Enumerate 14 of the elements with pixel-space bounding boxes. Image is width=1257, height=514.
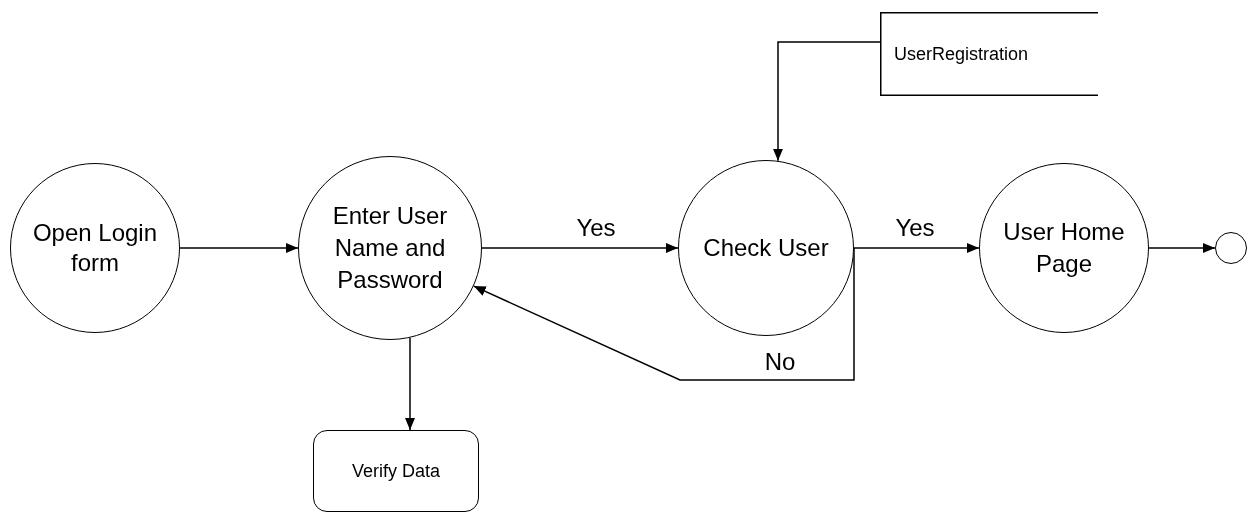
node-label: Verify Data — [350, 459, 441, 483]
data-store — [880, 12, 1098, 96]
node-label: User Home Page — [1002, 217, 1126, 279]
node-label: Open Login form — [31, 218, 159, 278]
arrow — [853, 243, 980, 253]
node-label: UserRegistration — [893, 42, 1030, 66]
node-label: Enter User Name and Password — [331, 201, 449, 295]
arrow — [773, 41, 881, 162]
arrow — [405, 337, 415, 431]
node-label: Check User — [702, 233, 830, 263]
arrow — [179, 243, 299, 253]
arrow — [481, 243, 679, 253]
process-box — [313, 430, 479, 512]
arrow — [1148, 243, 1216, 253]
